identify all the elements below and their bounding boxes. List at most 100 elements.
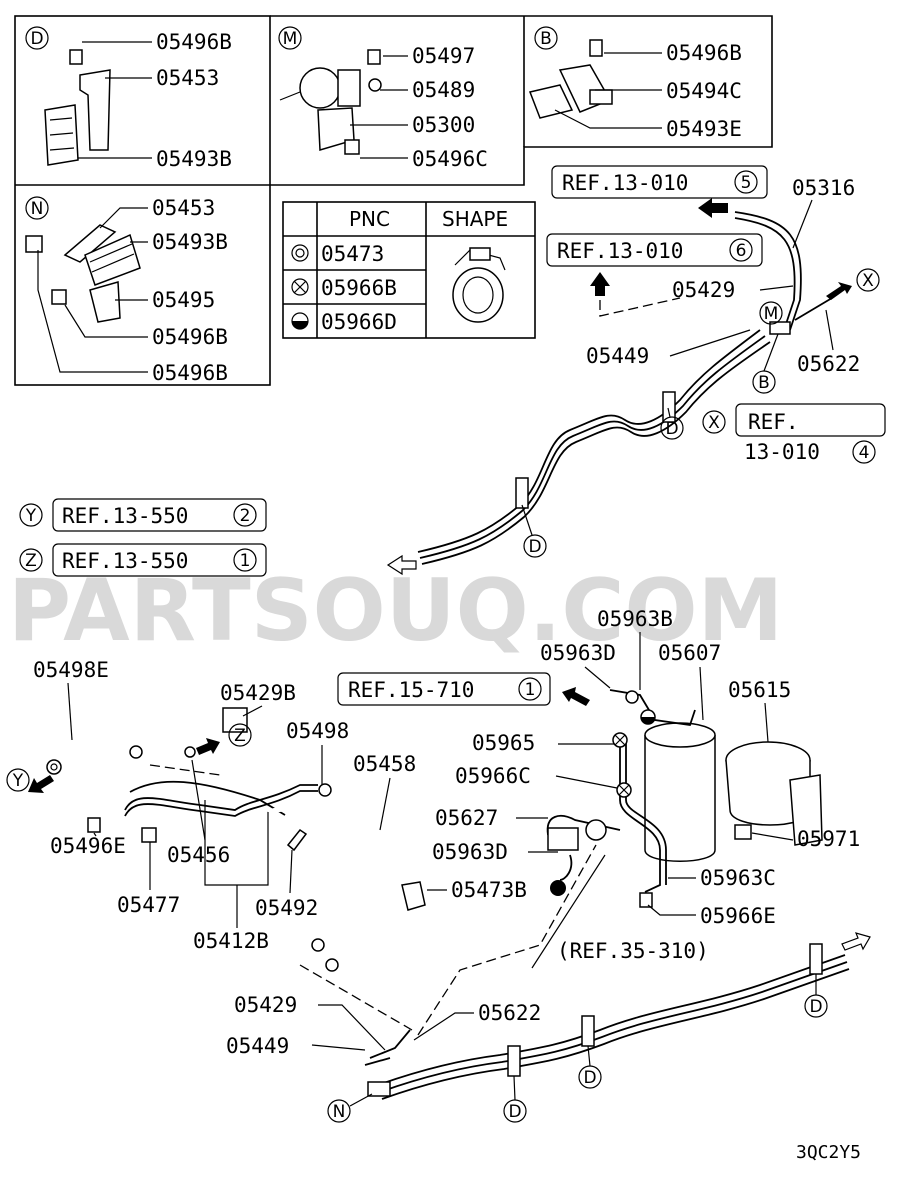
inset-n-letter: N (31, 199, 44, 219)
ref-text: REF.13-550 (62, 504, 188, 528)
label-05429B: 05429B (220, 681, 296, 705)
marker-n-lower: N (333, 1102, 346, 1122)
ref-text: REF.13-550 (62, 549, 188, 573)
label-05449: 05449 (586, 344, 649, 368)
label-05429: 05429 (672, 278, 735, 302)
shape-header: SHAPE (442, 207, 508, 231)
inset-d-bracket-drawing (44, 49, 111, 166)
arrow-to-x (826, 282, 852, 300)
inset-n-part-5: 05496B (152, 361, 228, 385)
inset-grid (14, 15, 773, 386)
cross-circle-icon (291, 278, 309, 296)
marker-m: M (764, 304, 779, 324)
arrow-to-z (196, 738, 220, 755)
arrow-to-ref-5 (698, 198, 728, 218)
inset-m-part-4: 05496C (412, 147, 488, 171)
inset-n-part-4: 05496B (152, 325, 228, 349)
label-05458: 05458 (353, 752, 416, 776)
arrow-to-y-outline (386, 554, 417, 576)
inset-m-part-1: 05497 (412, 44, 475, 68)
arrow-to-y (28, 775, 54, 793)
inset-d-letter: D (30, 29, 43, 49)
ref-line-2: 13-010 (744, 440, 820, 464)
ref-13-010-6[interactable]: REF.13-010 6 (546, 233, 763, 267)
label-05963C: 05963C (700, 866, 776, 890)
inset-b-part-2: 05494C (666, 79, 742, 103)
pnc-row-1: 05473 (321, 242, 384, 266)
ref-13-010-5[interactable]: REF.13-010 5 (551, 165, 768, 199)
ref-15-710-1[interactable]: REF.15-710 1 (337, 672, 551, 706)
y-letter: Y (25, 506, 37, 526)
label-05622: 05622 (797, 352, 860, 376)
marker-d-upper-1: D (665, 419, 678, 439)
label-05412B: 05412B (193, 929, 269, 953)
label-05963D: 05963D (432, 840, 508, 864)
diagram-code: 3QC2Y5 (796, 1142, 861, 1163)
label-05477: 05477 (117, 893, 180, 917)
label-05607: 05607 (658, 641, 721, 665)
lower-labels: 05498E 05429B 05498 05458 05963B 05963D … (6, 607, 860, 1123)
label-05963D-top: 05963D (540, 641, 616, 665)
watermark: PARTSOUQ.COM (8, 561, 783, 661)
ref-line-1: REF. (748, 410, 799, 434)
inset-m-valve-drawing (279, 49, 382, 155)
upper-fuel-lines (417, 211, 833, 565)
inset-n-part-1: 05453 (152, 196, 215, 220)
lower-drawings (46, 689, 850, 1100)
label-05316: 05316 (792, 176, 855, 200)
label-05429-lower: 05429 (234, 993, 297, 1017)
label-05615: 05615 (728, 678, 791, 702)
label-05627: 05627 (435, 806, 498, 830)
label-05456: 05456 (167, 843, 230, 867)
inset-m[interactable]: M 05497 05489 05300 05496C (278, 26, 488, 171)
marker-d-lower-3: D (809, 997, 822, 1017)
arrow-incoming-outline (841, 932, 871, 951)
pnc-header: PNC (349, 207, 390, 231)
marker-x: X (862, 271, 874, 291)
inset-m-part-2: 05489 (412, 78, 475, 102)
ref-13-550-2[interactable]: Y REF.13-550 2 (19, 498, 267, 532)
inset-m-letter: M (283, 29, 298, 49)
ref-13-010-4[interactable]: X REF. 13-010 4 (702, 403, 886, 464)
inset-d[interactable]: D 05496B 05453 05493B (25, 26, 232, 171)
hose-clamp-shape-drawing (452, 247, 506, 323)
label-05498: 05498 (286, 719, 349, 743)
inset-b-letter: B (540, 29, 552, 49)
clamp-d2 (662, 391, 676, 423)
inset-d-part-2: 05453 (156, 66, 219, 90)
marker-d-lower-2: D (583, 1068, 596, 1088)
inset-n-part-3: 05495 (152, 288, 215, 312)
inset-b-part-3: 05493E (666, 117, 742, 141)
ref-number: 2 (240, 506, 251, 526)
label-05622-lower: 05622 (478, 1001, 541, 1025)
marker-z-lower: Z (234, 726, 246, 746)
x-letter: X (708, 413, 720, 433)
ref-35-310: (REF.35-310) (557, 939, 709, 963)
label-05966C: 05966C (455, 764, 531, 788)
inset-n-clamp-drawing (25, 224, 141, 323)
z-letter: Z (25, 551, 37, 571)
inset-d-part-3: 05493B (156, 147, 232, 171)
inset-b-part-1: 05496B (666, 41, 742, 65)
inset-b-clamp-drawing (528, 39, 613, 119)
ref-text: REF.13-010 (557, 239, 683, 263)
ref-13-550-1[interactable]: Z REF.13-550 1 (19, 543, 267, 577)
arrow-to-ref-6 (590, 272, 681, 317)
marker-d-lower-1: D (508, 1102, 521, 1122)
inset-m-part-3: 05300 (412, 113, 475, 137)
ref-text: REF.13-010 (562, 171, 688, 195)
marker-y-lower: Y (12, 771, 24, 791)
label-05965: 05965 (472, 731, 535, 755)
label-05492: 05492 (255, 896, 318, 920)
label-05473B: 05473B (451, 878, 527, 902)
half-filled-circle-icon (291, 312, 309, 330)
pnc-row-2: 05966B (321, 276, 397, 300)
ref-text: REF.15-710 (348, 678, 474, 702)
inset-b[interactable]: B 05496B 05494C 05493E (528, 26, 742, 141)
marker-d-upper-2: D (528, 537, 541, 557)
upper-labels: 05316 05429 05449 05622 M B X D D (521, 176, 880, 558)
pnc-row-3: 05966D (321, 310, 397, 334)
inset-n[interactable]: N 05453 05493B 05495 05496B 05496B (25, 196, 228, 385)
label-05496E: 05496E (50, 834, 126, 858)
